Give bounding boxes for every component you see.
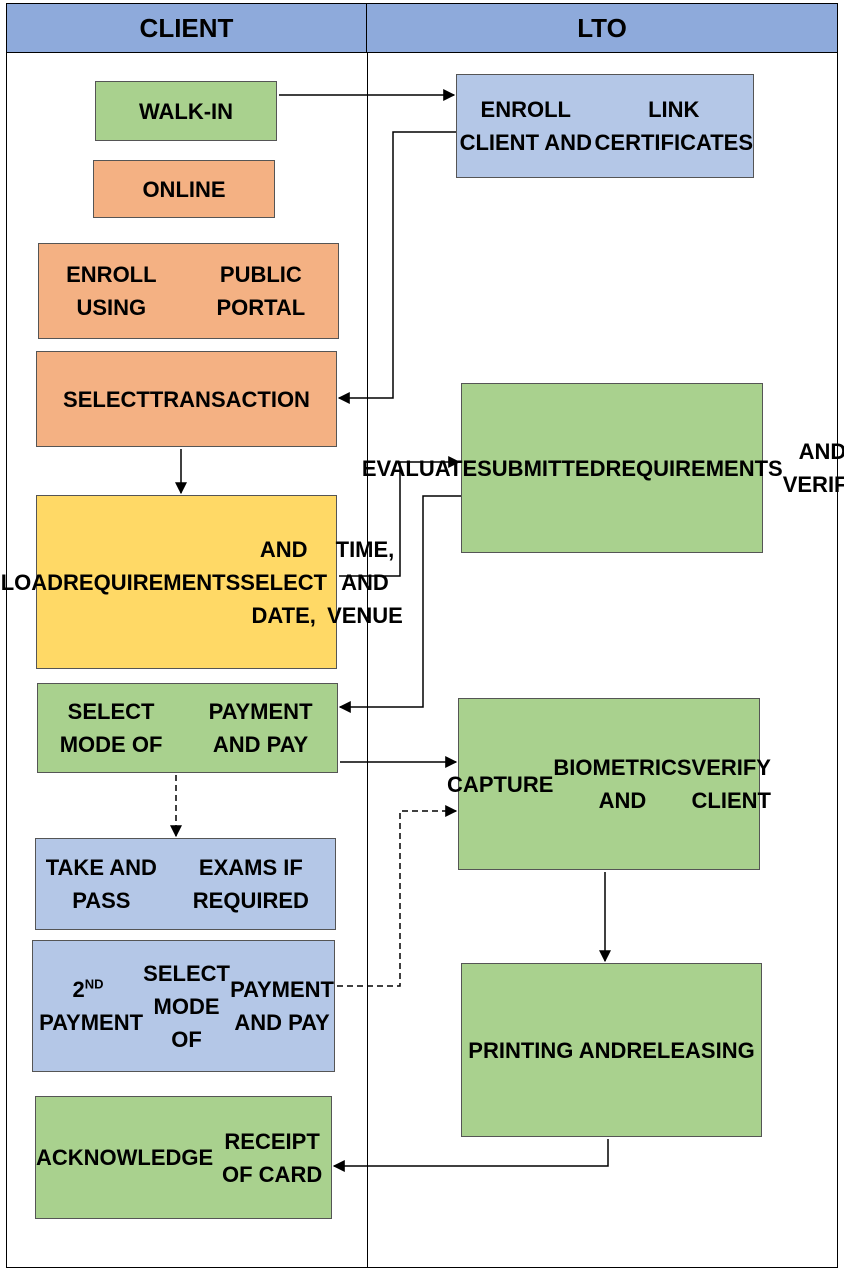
node-line: UPLOAD bbox=[0, 569, 64, 595]
node-line: EXAMS IF REQUIRED bbox=[192, 855, 309, 913]
node-line: WALK-IN bbox=[138, 98, 234, 124]
node-line: SELECT bbox=[63, 386, 150, 412]
select-transaction-node: SELECT TRANSACTION bbox=[36, 351, 337, 447]
second-payment-node: 2ND PAYMENT SELECT MODE OF PAYMENT AND P… bbox=[32, 940, 335, 1072]
node-line: LINK CERTIFICATES bbox=[594, 97, 754, 155]
acknowledge-receipt-node: ACKNOWLEDGE RECEIPT OF CARD bbox=[35, 1096, 332, 1219]
take-exams-node: TAKE AND PASS EXAMS IF REQUIRED bbox=[35, 838, 336, 930]
walk-in-node: WALK-IN bbox=[95, 81, 277, 141]
node-line: REQUIREMENTS bbox=[605, 455, 783, 481]
evaluate-requirements-node: EVALUATE SUBMITTED REQUIREMENTS AND VERI… bbox=[362, 383, 844, 553]
node-line: PAYMENT AND PAY bbox=[230, 977, 334, 1035]
online-node: ONLINE bbox=[93, 160, 275, 218]
node-line: VERIFY CLIENT bbox=[691, 755, 771, 813]
lto-column-header: LTO bbox=[367, 4, 837, 53]
node-line: PAYMENT AND PAY bbox=[208, 699, 313, 757]
payment-word: PAYMENT bbox=[33, 1010, 144, 1035]
node-line: CAPTURE bbox=[447, 771, 554, 797]
node-line: AND VERIFY bbox=[782, 439, 844, 497]
node-line: BIOMETRICS AND bbox=[553, 755, 692, 813]
node-line: RELEASING bbox=[626, 1037, 755, 1063]
node-line: RECEIPT OF CARD bbox=[222, 1128, 323, 1187]
node-line: REQUIREMENTS bbox=[63, 569, 241, 595]
node-line: AND SELECT DATE, bbox=[240, 536, 328, 628]
node-line: ENROLL CLIENT AND bbox=[459, 97, 592, 155]
node-line: 2ND PAYMENT bbox=[33, 973, 143, 1039]
client-column-header: CLIENT bbox=[7, 4, 367, 53]
capture-biometrics-node: CAPTURE BIOMETRICS AND VERIFY CLIENT bbox=[447, 698, 771, 870]
node-line: SUBMITTED bbox=[477, 455, 606, 481]
printing-releasing-node: PRINTING AND RELEASING bbox=[461, 963, 762, 1137]
node-line: ENROLL USING bbox=[66, 262, 157, 320]
node-line: TAKE AND PASS bbox=[45, 855, 157, 913]
node-line: EVALUATE bbox=[361, 455, 478, 481]
node-line: SELECT MODE OF bbox=[143, 960, 230, 1052]
ordinal-number: 2 bbox=[72, 977, 85, 1002]
node-line: ACKNOWLEDGE bbox=[36, 1145, 214, 1170]
ordinal-suffix: ND bbox=[84, 976, 104, 992]
node-line: TRANSACTION bbox=[149, 386, 310, 412]
upload-requirements-node: UPLOAD REQUIREMENTS AND SELECT DATE, TIM… bbox=[0, 495, 403, 669]
node-line: SELECT MODE OF bbox=[59, 699, 163, 757]
node-line: ONLINE bbox=[142, 176, 226, 202]
lane-divider bbox=[367, 53, 368, 1267]
node-line: TIME, AND VENUE bbox=[327, 536, 403, 628]
node-line: PUBLIC PORTAL bbox=[216, 262, 306, 320]
enroll-client-node: ENROLL CLIENT AND LINK CERTIFICATES bbox=[456, 74, 754, 178]
node-line: PRINTING AND bbox=[468, 1037, 627, 1063]
select-mode-of-payment-node: SELECT MODE OF PAYMENT AND PAY bbox=[37, 683, 338, 773]
enroll-public-portal-node: ENROLL USING PUBLIC PORTAL bbox=[38, 243, 339, 339]
